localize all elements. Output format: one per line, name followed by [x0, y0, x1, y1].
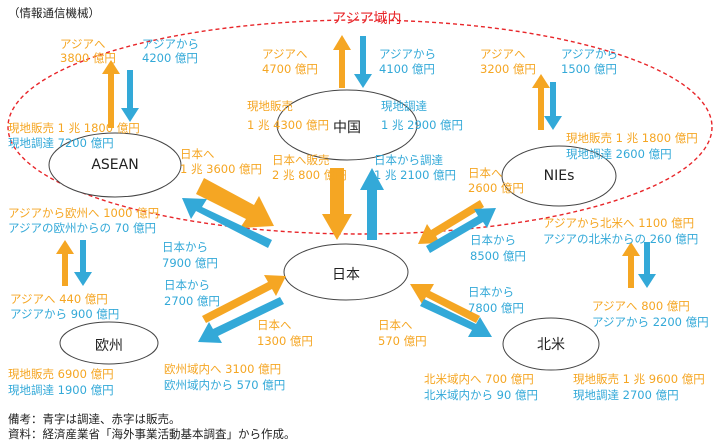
- arrow-japan-to-china: [360, 168, 384, 240]
- na-local-procurement: 現地調達 2700 億円: [573, 388, 679, 402]
- region-label: アジア域内: [332, 11, 402, 27]
- europe-to-asia: アジアへ 440 億円: [10, 292, 108, 306]
- asean-local-sales: 現地販売 1 兆 1800 億円: [8, 121, 140, 135]
- asean-to-japan-label: 日本へ: [180, 147, 215, 161]
- japan-from-nies-label: 日本から: [470, 233, 516, 247]
- china-from-asia-label: アジアから: [379, 47, 437, 61]
- europe-label: 欧州: [95, 338, 123, 354]
- japan-from-na-label: 日本から: [468, 285, 514, 299]
- asean-node: [48, 132, 182, 198]
- china-procure-label: 現地調達: [381, 99, 427, 113]
- arrow-na-to-japan: [410, 284, 480, 323]
- arrow-asean-to-japan: [196, 178, 274, 228]
- footnote-source: 資料：経済産業省「海外事業活動基本調査」から作成。: [8, 427, 296, 441]
- asean-from-asia-value: 4200 億円: [142, 51, 198, 65]
- arrow-japan-to-asean: [182, 198, 272, 248]
- header-note: （情報通信機械）: [8, 6, 100, 20]
- arrow-asia-to-na: [638, 242, 656, 288]
- na-intra-out: 北米域内へ 700 億円: [424, 372, 534, 386]
- china-to-asia-value: 4700 億円: [262, 62, 318, 76]
- arrow-asia-to-asean: [121, 70, 139, 122]
- arrow-nies-to-japan: [418, 200, 484, 244]
- japan-to-na-label: 日本へ: [378, 318, 413, 332]
- na-local-sales: 現地販売 1 兆 9600 億円: [573, 372, 705, 386]
- europe-from-asia: アジアから 900 億円: [10, 307, 120, 321]
- japan-to-europe-value: 1300 億円: [257, 334, 313, 348]
- arrow-japan-to-europe: [198, 297, 284, 343]
- nies-node: [501, 145, 617, 207]
- china-to-asia-label: アジアへ: [262, 47, 308, 61]
- arrow-nies-to-asia: [532, 74, 550, 130]
- china-to-japan-label: 日本へ販売: [272, 153, 330, 167]
- arrow-china-to-asia: [333, 35, 351, 88]
- asean-local-procurement: 現地調達 7200 億円: [8, 136, 114, 150]
- arrow-europe-to-asia: [56, 240, 74, 286]
- arrow-asia-to-nies: [544, 82, 562, 130]
- arrow-japan-to-na: [420, 299, 492, 337]
- arrow-asia-to-china: [354, 36, 372, 88]
- nies-label: NIEs: [543, 168, 575, 184]
- europe-local-procurement: 現地調達 1900 億円: [8, 383, 114, 397]
- japan-label: 日本: [332, 267, 360, 283]
- asia-to-europe: アジアから欧州へ 1000 億円: [8, 206, 160, 220]
- nies-to-asia-value: 3200 億円: [480, 62, 536, 76]
- europe-intra-out: 欧州域内へ 3100 億円: [164, 362, 282, 376]
- arrow-europe-to-japan: [202, 275, 286, 323]
- asean-label: ASEAN: [91, 157, 139, 173]
- arrow-asia-to-europe: [74, 240, 92, 286]
- japan-from-europe-label: 日本から: [164, 278, 210, 292]
- europe-node: [59, 321, 159, 365]
- japan-to-na-value: 570 億円: [378, 334, 427, 348]
- japan-node: [283, 243, 409, 301]
- china-from-asia-value: 4100 億円: [379, 62, 435, 76]
- japan-to-europe-label: 日本へ: [257, 318, 292, 332]
- china-sales-label: 現地販売: [247, 99, 293, 113]
- na-to-asia: アジアへ 800 億円: [592, 299, 690, 313]
- north-america-node: [502, 317, 600, 371]
- nies-to-japan-value: 2600 億円: [468, 181, 524, 195]
- asean-to-japan-value: 1 兆 3600 億円: [180, 162, 263, 176]
- asean-to-asia-value: 3800 億円: [60, 51, 116, 65]
- asean-to-asia-label: アジアへ: [60, 37, 106, 51]
- china-to-japan-value: 2 兆 800 億円: [272, 168, 347, 182]
- china-from-japan-label: 日本から調達: [374, 153, 443, 167]
- asia-from-na: アジアの北米からの 260 億円: [543, 232, 699, 246]
- japan-from-asean-value: 7900 億円: [162, 256, 218, 270]
- europe-local-sales: 現地販売 6900 億円: [8, 367, 114, 381]
- japan-from-europe-value: 2700 億円: [164, 294, 220, 308]
- arrow-china-to-japan: [322, 168, 352, 240]
- arrow-japan-to-nies: [426, 208, 496, 253]
- china-node: [276, 89, 418, 161]
- arrow-asean-to-asia: [102, 60, 120, 128]
- japan-from-nies-value: 8500 億円: [470, 249, 526, 263]
- na-from-asia: アジアから 2200 億円: [592, 315, 709, 329]
- na-intra-in: 北米域内から 90 億円: [424, 388, 538, 402]
- asia-from-europe: アジアの欧州からの 70 億円: [8, 221, 156, 235]
- japan-from-na-value: 7800 億円: [468, 301, 524, 315]
- nies-from-asia-value: 1500 億円: [561, 62, 617, 76]
- europe-intra-in: 欧州域内から 570 億円: [164, 378, 286, 392]
- nies-to-japan-label: 日本へ: [468, 166, 503, 180]
- arrow-na-to-asia: [622, 242, 640, 288]
- japan-from-asean-label: 日本から: [162, 240, 208, 254]
- footnote-legend: 備考：青字は調達、赤字は販売。: [8, 412, 181, 426]
- china-from-japan-value: 1 兆 2100 億円: [374, 168, 457, 182]
- asean-from-asia-label: アジアから: [142, 37, 200, 51]
- nies-to-asia-label: アジアへ: [480, 47, 526, 61]
- nies-local-sales: 現地販売 1 兆 1800 億円: [566, 131, 698, 145]
- asia-region-boundary: [7, 19, 713, 235]
- asia-to-na: アジアから北米へ 1100 億円: [543, 216, 695, 230]
- china-sales-value: 1 兆 4300 億円: [247, 118, 330, 132]
- china-label: 中国: [333, 120, 361, 136]
- north-america-label: 北米: [537, 337, 565, 353]
- nies-local-procurement: 現地調達 2600 億円: [566, 147, 672, 161]
- china-procure-value: 1 兆 2900 億円: [381, 118, 464, 132]
- nies-from-asia-label: アジアから: [561, 47, 619, 61]
